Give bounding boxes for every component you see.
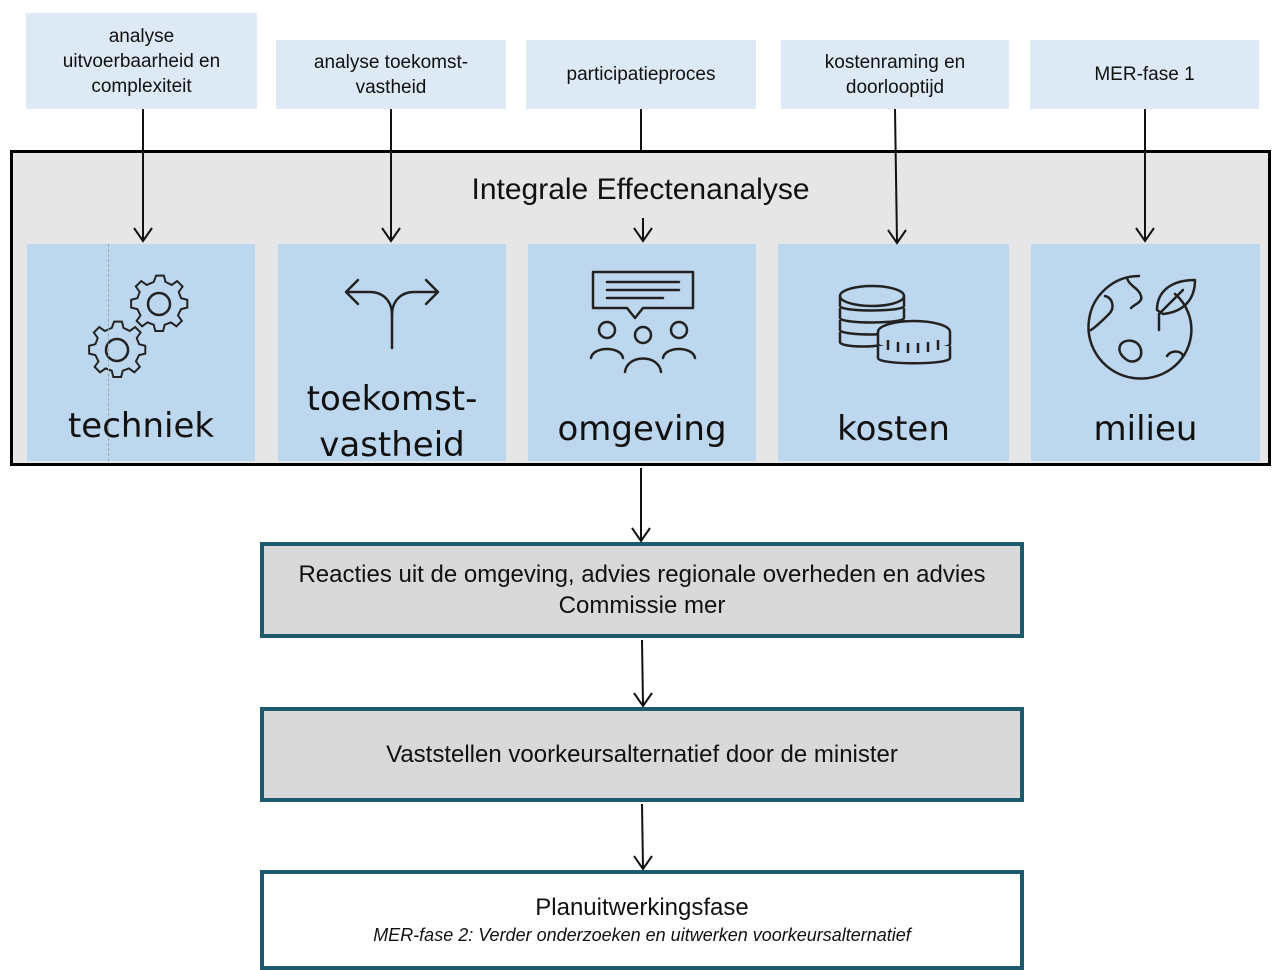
category-toekomstvastheid: toekomst- vastheid bbox=[278, 244, 506, 465]
plan-subtitle: MER-fase 2: Verder onderzoeken en uitwer… bbox=[373, 925, 911, 945]
arrow-kosten bbox=[887, 108, 907, 245]
arrow-omgeving bbox=[633, 109, 653, 243]
category-omgeving: omgeving bbox=[528, 244, 756, 461]
arrow-to-reacties bbox=[631, 468, 651, 543]
input-box-participatieproces: participatieproces bbox=[526, 40, 756, 109]
panel-title: Integrale Effectenanalyse bbox=[471, 173, 810, 206]
category-label-milieu: milieu bbox=[1093, 409, 1198, 449]
category-kosten: kosten bbox=[778, 244, 1009, 461]
category-label-techniek: techniek bbox=[67, 406, 215, 446]
input-box-toekomstvastheid: analyse toekomst- vastheid bbox=[276, 40, 506, 109]
category-label-kosten: kosten bbox=[837, 409, 950, 449]
people-speech-icon bbox=[589, 270, 697, 374]
category-label-omgeving: omgeving bbox=[557, 409, 727, 449]
arrow-to-vaststellen bbox=[633, 639, 653, 708]
arrow-milieu bbox=[1135, 109, 1155, 243]
reacties-box: Reacties uit de omgeving, advies regiona… bbox=[260, 542, 1024, 638]
gears-icon bbox=[88, 274, 189, 378]
input-box-uitvoerbaarheid: analyse uitvoerbaarheid en complexiteit bbox=[26, 13, 257, 109]
category-milieu: milieu bbox=[1031, 244, 1260, 461]
input-box-mer-fase-1: MER-fase 1 bbox=[1030, 40, 1259, 109]
plan-title: Planuitwerkingsfase bbox=[535, 894, 749, 921]
coins-icon bbox=[838, 284, 952, 365]
vaststellen-text: Vaststellen voorkeursalternatief door de… bbox=[386, 741, 898, 768]
category-label-toekomstvastheid: toekomst- vastheid bbox=[306, 379, 478, 465]
input-box-kostenraming: kostenraming en doorlooptijd bbox=[781, 40, 1009, 109]
reacties-text: Reacties uit de omgeving, advies regiona… bbox=[298, 561, 986, 619]
arrow-to-planuitwerking bbox=[633, 803, 653, 871]
vaststellen-box: Vaststellen voorkeursalternatief door de… bbox=[260, 707, 1024, 802]
planuitwerkingsfase-box: Planuitwerkingsfase MER-fase 2: Verder o… bbox=[260, 870, 1024, 970]
category-techniek: techniek bbox=[27, 244, 255, 461]
split-arrow-icon bbox=[344, 278, 440, 350]
arrow-techniek bbox=[133, 109, 153, 243]
category-divider bbox=[108, 244, 109, 461]
arrow-toekomstvastheid bbox=[381, 109, 401, 243]
globe-leaf-icon bbox=[1087, 274, 1197, 380]
